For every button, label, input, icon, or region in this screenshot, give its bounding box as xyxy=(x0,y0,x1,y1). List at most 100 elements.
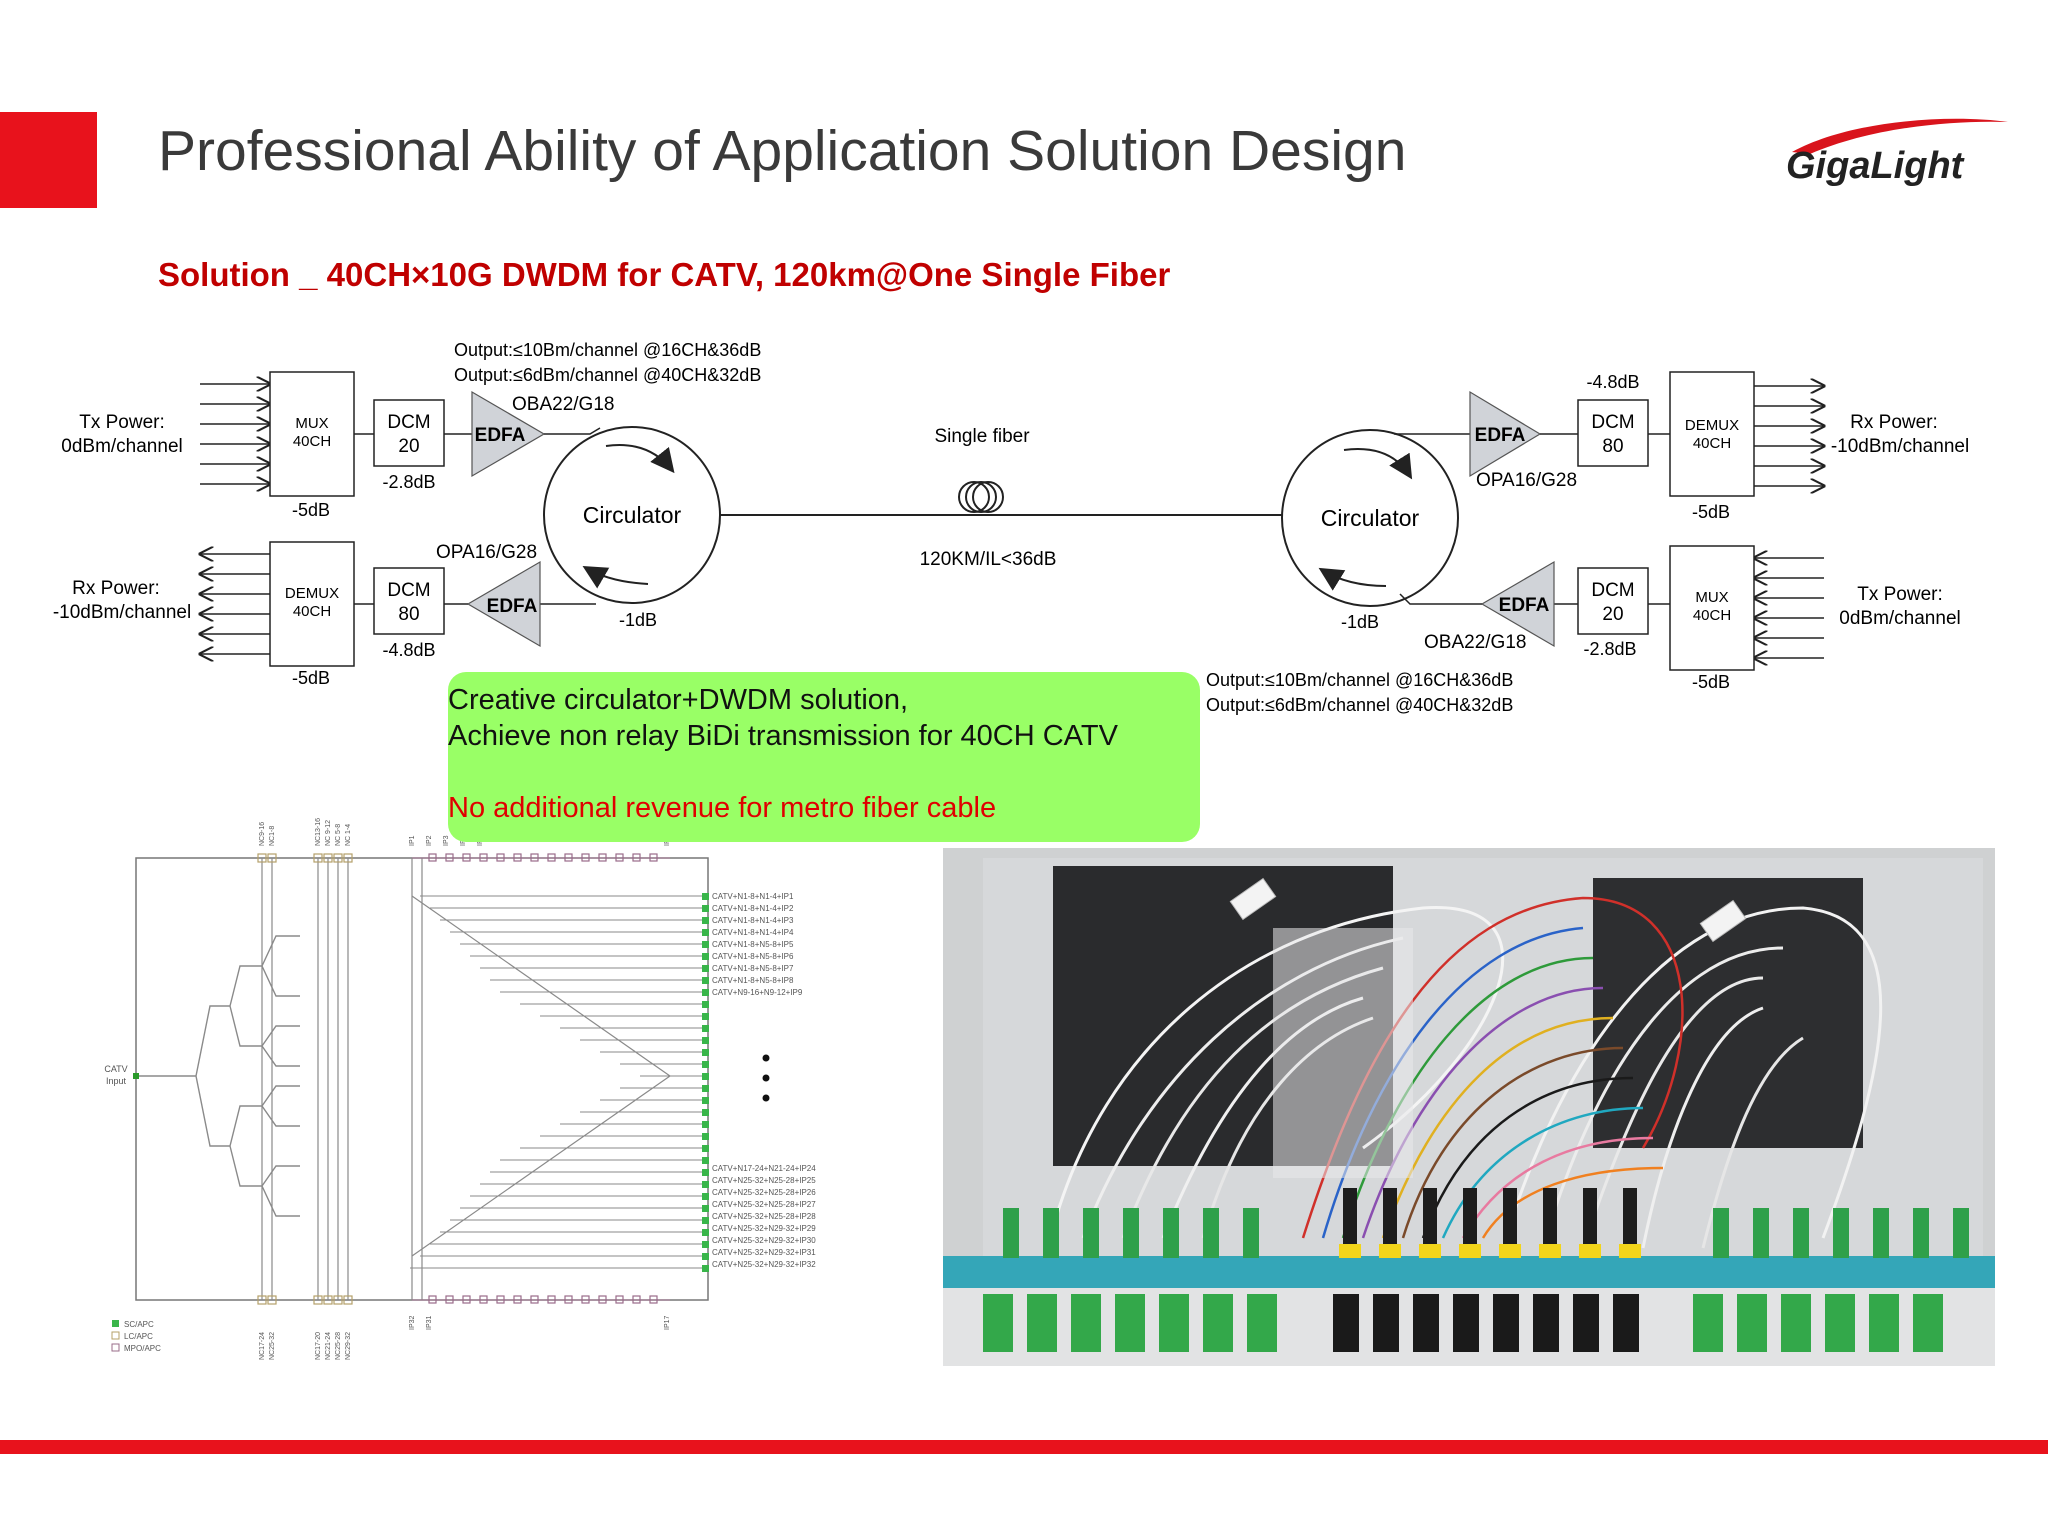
left-tx-input-arrows xyxy=(200,384,270,484)
right-tx-power: Tx Power: 0dBm/channel xyxy=(1839,584,1960,629)
svg-text:Tx Power:: Tx Power: xyxy=(79,412,165,433)
svg-text:CATV+N25-32+N29-32+IP32: CATV+N25-32+N29-32+IP32 xyxy=(712,1260,816,1269)
logo-text: GigaLight xyxy=(1786,145,1965,187)
left-circulator-loss: -1dB xyxy=(619,610,657,630)
svg-text:CATV+N25-32+N29-32+IP30: CATV+N25-32+N29-32+IP30 xyxy=(712,1236,816,1245)
left-demux-box xyxy=(269,541,355,667)
right-output-line1: Output:≤10Bm/channel @16CH&36dB xyxy=(1206,670,1513,690)
svg-text:CATV+N1-8+N1-4+IP1: CATV+N1-8+N1-4+IP1 xyxy=(712,892,794,901)
right-output-line2: Output:≤6dBm/channel @40CH&32dB xyxy=(1206,695,1513,715)
svg-text:EDFA: EDFA xyxy=(1499,595,1550,616)
svg-text:CATV+N1-8+N1-4+IP2: CATV+N1-8+N1-4+IP2 xyxy=(712,904,794,913)
fiber-label: Single fiber xyxy=(934,426,1030,447)
right-dcm-top-box xyxy=(1577,399,1649,467)
schematic-bottom-port-labels: NC17-24 NC25-32 NC17-20 NC21-24 NC25-28 … xyxy=(259,1315,671,1360)
schematic-output-labels-top: CATV+N1-8+N1-4+IP1 CATV+N1-8+N1-4+IP2 CA… xyxy=(712,892,803,997)
page-title: Professional Ability of Application Solu… xyxy=(158,119,1407,183)
svg-text:CATV+N25-32+N25-28+IP27: CATV+N25-32+N25-28+IP27 xyxy=(712,1200,816,1209)
gigalight-logo: GigaLight xyxy=(1786,118,2008,187)
right-demux-loss: -5dB xyxy=(1692,502,1730,522)
right-circulator-loss: -1dB xyxy=(1341,612,1379,632)
left-mux-label: MUX xyxy=(295,415,328,432)
svg-text:NC25-28: NC25-28 xyxy=(335,1332,342,1360)
right-edfa-bottom-amplifier xyxy=(1480,560,1555,648)
left-dcm-top-box xyxy=(373,399,445,467)
svg-text:CATV+N25-32+N25-28+IP25: CATV+N25-32+N25-28+IP25 xyxy=(712,1176,816,1185)
svg-text:-10dBm/channel: -10dBm/channel xyxy=(1831,436,1969,457)
svg-text:CATV+N25-32+N29-32+IP29: CATV+N25-32+N29-32+IP29 xyxy=(712,1224,816,1233)
left-mux-box xyxy=(269,371,355,497)
svg-text:NC 9-12: NC 9-12 xyxy=(325,820,332,846)
svg-text:CATV+N25-32+N25-28+IP28: CATV+N25-32+N25-28+IP28 xyxy=(712,1212,816,1221)
svg-text:NC21-24: NC21-24 xyxy=(325,1332,332,1360)
svg-text:IP17: IP17 xyxy=(664,1315,671,1330)
svg-text:DEMUX: DEMUX xyxy=(285,585,339,602)
svg-text:DCM: DCM xyxy=(387,412,430,433)
svg-text:IP1: IP1 xyxy=(409,835,416,846)
solution-subtitle: Solution _ 40CH×10G DWDM for CATV, 120km… xyxy=(158,256,1171,293)
svg-text:0dBm/channel: 0dBm/channel xyxy=(1839,608,1960,629)
svg-text:Circulator: Circulator xyxy=(583,502,682,528)
left-output-line1: Output:≤10Bm/channel @16CH&36dB xyxy=(454,340,761,360)
svg-text:40CH: 40CH xyxy=(293,603,331,620)
left-output-line2: Output:≤6dBm/channel @40CH&32dB xyxy=(454,365,761,385)
svg-text:CATV+N1-8+N5-8+IP6: CATV+N1-8+N5-8+IP6 xyxy=(712,952,794,961)
callout-line-2: Achieve non relay BiDi transmission for … xyxy=(448,720,1118,752)
right-edfa-bottom-model: OBA22/G18 xyxy=(1424,632,1526,653)
left-edfa-bottom-amplifier xyxy=(466,560,541,648)
left-edfa-top-model: OBA22/G18 xyxy=(512,394,614,415)
svg-text:0dBm/channel: 0dBm/channel xyxy=(61,436,182,457)
svg-text:IP31: IP31 xyxy=(426,1315,433,1330)
svg-text:CATV+N1-8+N5-8+IP7: CATV+N1-8+N5-8+IP7 xyxy=(712,964,794,973)
svg-text:NC13-16: NC13-16 xyxy=(315,818,322,846)
svg-text:MUX: MUX xyxy=(1695,589,1728,606)
svg-text:NC 5-8: NC 5-8 xyxy=(335,824,342,846)
footer-accent-bar xyxy=(0,1440,2048,1454)
left-edfa-bottom-model: OPA16/G28 xyxy=(436,542,537,563)
right-edfa-top-model: OPA16/G28 xyxy=(1476,470,1577,491)
right-mux-box xyxy=(1669,545,1755,671)
svg-text:40CH: 40CH xyxy=(1693,607,1731,624)
svg-text:DCM: DCM xyxy=(1591,580,1634,601)
svg-text:NC17-20: NC17-20 xyxy=(315,1332,322,1360)
right-dcm-top-loss: -4.8dB xyxy=(1586,372,1639,392)
svg-text:80: 80 xyxy=(398,604,419,625)
svg-text:NC1-8: NC1-8 xyxy=(269,826,276,846)
catv-splitter-schematic: CATV Input xyxy=(104,818,816,1360)
svg-text:DEMUX: DEMUX xyxy=(1685,417,1739,434)
svg-text:Rx Power:: Rx Power: xyxy=(1850,412,1938,433)
right-rx-output-arrows xyxy=(1754,386,1824,486)
callout-line-1: Creative circulator+DWDM solution, xyxy=(448,684,909,716)
right-tx-input-arrows xyxy=(1754,558,1824,658)
svg-text:NC 1-4: NC 1-4 xyxy=(345,824,352,846)
left-mux-channels: 40CH xyxy=(293,433,331,450)
svg-text:CATV+N25-32+N29-32+IP31: CATV+N25-32+N29-32+IP31 xyxy=(712,1248,816,1257)
svg-text:Tx Power:: Tx Power: xyxy=(1857,584,1943,605)
svg-text:40CH: 40CH xyxy=(1693,435,1731,452)
svg-text:Input: Input xyxy=(106,1076,127,1086)
right-dcm-bottom-loss: -2.8dB xyxy=(1583,639,1636,659)
svg-text:Rx Power:: Rx Power: xyxy=(72,578,160,599)
svg-text:LC/APC: LC/APC xyxy=(124,1332,153,1341)
left-edfa-top-amplifier xyxy=(471,390,546,478)
right-mux-loss: -5dB xyxy=(1692,672,1730,692)
schematic-legend: SC/APC LC/APC MPO/APC xyxy=(111,1320,161,1353)
svg-text:NC25-32: NC25-32 xyxy=(269,1332,276,1360)
svg-text:CATV+N1-8+N1-4+IP4: CATV+N1-8+N1-4+IP4 xyxy=(712,928,794,937)
svg-text:CATV+N1-8+N5-8+IP8: CATV+N1-8+N5-8+IP8 xyxy=(712,976,794,985)
catv-input-label: CATV xyxy=(104,1064,127,1074)
svg-text:EDFA: EDFA xyxy=(475,425,526,446)
left-tx-power: Tx Power: 0dBm/channel xyxy=(61,412,182,457)
svg-text:SC/APC: SC/APC xyxy=(124,1320,154,1329)
svg-text:CATV+N17-24+N21-24+IP24: CATV+N17-24+N21-24+IP24 xyxy=(712,1164,816,1173)
schematic-ellipsis xyxy=(762,1054,770,1102)
callout-line-3: No additional revenue for metro fiber ca… xyxy=(448,792,997,824)
svg-text:NC17-24: NC17-24 xyxy=(259,1332,266,1360)
left-mux-loss: -5dB xyxy=(292,500,330,520)
svg-text:20: 20 xyxy=(1602,604,1623,625)
svg-text:CATV+N25-32+N25-28+IP26: CATV+N25-32+N25-28+IP26 xyxy=(712,1188,816,1197)
left-demux-loss: -5dB xyxy=(292,668,330,688)
svg-text:EDFA: EDFA xyxy=(487,596,538,617)
schematic-output-labels-bottom: CATV+N17-24+N21-24+IP24 CATV+N25-32+N25-… xyxy=(712,1164,816,1269)
